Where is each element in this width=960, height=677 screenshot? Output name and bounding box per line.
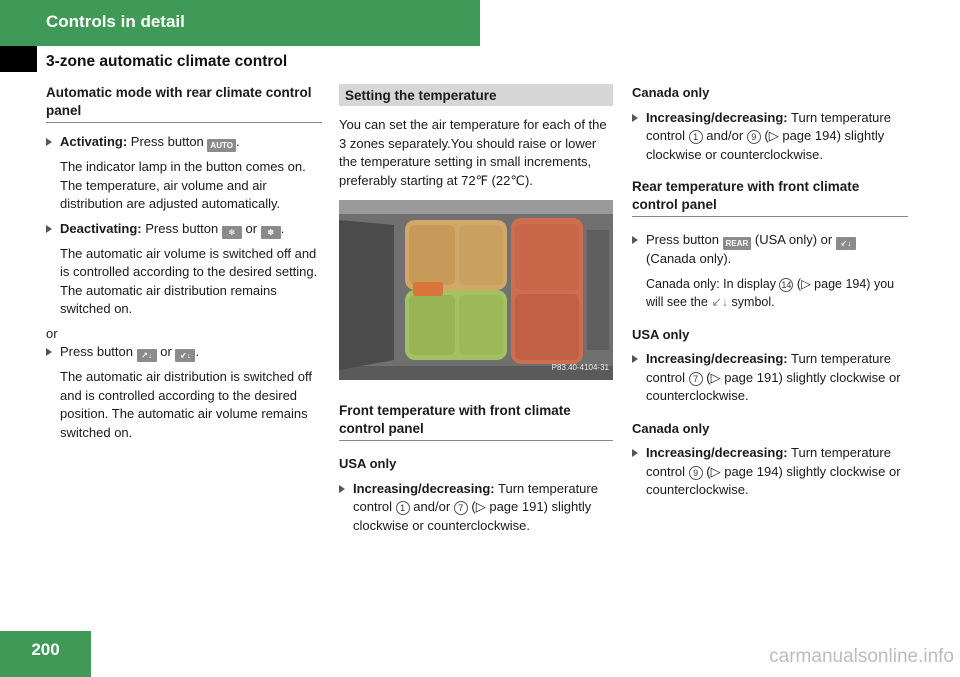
arrow-bullet-icon (46, 138, 52, 146)
usa-only-label: USA only (339, 456, 397, 471)
canada-display-note: Canada only: In display 14 (▷ page 194) … (646, 276, 895, 310)
control-number-7: 7 (688, 371, 703, 386)
usa-only-label: USA only (632, 326, 690, 342)
page-number: 200 (31, 640, 60, 659)
header-marker (0, 46, 37, 72)
column-2: Setting the temperature You can set the … (339, 84, 613, 535)
arrow-bullet-icon (46, 348, 52, 356)
canada-only-label: Canada only (632, 85, 710, 100)
activating-note: The indicator lamp in the button comes o… (60, 159, 306, 211)
control-number-9: 9 (688, 465, 703, 480)
list-item-increasing: Increasing/decreasing: Turn temperature … (339, 480, 613, 536)
deactivating-note: The automatic air volume is switched off… (60, 245, 318, 317)
section-title: 3-zone automatic climate control (46, 53, 288, 70)
interior-photo: P83.40-4104-31 (339, 200, 613, 380)
canada-only-label-2: Canada only (632, 420, 710, 436)
heading-rear-temperature: Rear temperature with front climate cont… (632, 178, 908, 217)
list-item-increasing-canada: Increasing/decreasing: Turn temperature … (632, 109, 908, 165)
press-note: The automatic air distribution is switch… (60, 369, 312, 440)
bar-setting-temperature: Setting the temperature (339, 84, 613, 106)
auto-button: AUTO (207, 139, 236, 152)
rear-air-icon: ↙↓ (711, 295, 729, 309)
page-number-box: 200 (0, 631, 91, 677)
list-item-press: Press button ↗↓ or ↙↓. (46, 343, 322, 362)
arrow-bullet-icon (632, 449, 638, 457)
arrow-bullet-icon (632, 236, 638, 244)
watermark: carmanualsonline.info (769, 646, 954, 667)
chapter-header: Controls in detail (0, 0, 480, 46)
chapter-title: Controls in detail (46, 12, 185, 31)
display-number-14: 14 (779, 277, 794, 292)
intro-text: You can set the air temperature for each… (339, 117, 607, 188)
arrow-bullet-icon (632, 355, 638, 363)
control-number-9: 9 (746, 130, 761, 144)
or-line: or (46, 325, 58, 341)
fan-low-icon: ✻ (221, 225, 242, 239)
rear-button: REAR (722, 237, 752, 250)
list-item-rear-press: Press button REAR (USA only) or ↙↓ (Cana… (632, 231, 908, 269)
control-number-1: 1 (688, 130, 703, 144)
list-item-increasing-usa: Increasing/decreasing: Turn temperature … (632, 350, 908, 406)
list-item-increasing-canada-2: Increasing/decreasing: Turn temperature … (632, 444, 908, 500)
control-number-1: 1 (395, 501, 410, 515)
image-code: P83.40-4104-31 (551, 362, 609, 372)
arrow-bullet-icon (632, 113, 638, 122)
fan-high-icon: ✽ (260, 225, 281, 239)
vehicle-zones-illustration (339, 200, 613, 380)
column-3: Canada only Increasing/decreasing: Turn … (632, 84, 908, 500)
air-distribution-icon: ↙↓ (175, 349, 196, 362)
control-number-7: 7 (453, 501, 468, 515)
air-distribution-icon: ↗↓ (136, 349, 157, 362)
arrow-bullet-icon (339, 484, 345, 493)
column-1: Automatic mode with rear climate control… (46, 84, 322, 442)
rear-air-icon: ↙↓ (835, 237, 856, 250)
heading-automatic-mode: Automatic mode with rear climate control… (46, 84, 322, 123)
list-item-deactivating: Deactivating: Press button ✻ or ✽. (46, 220, 322, 239)
heading-front-temperature: Front temperature with front climate con… (339, 402, 613, 441)
arrow-bullet-icon (46, 224, 52, 233)
list-item-activating: Activating: Press button AUTO. (46, 133, 322, 152)
